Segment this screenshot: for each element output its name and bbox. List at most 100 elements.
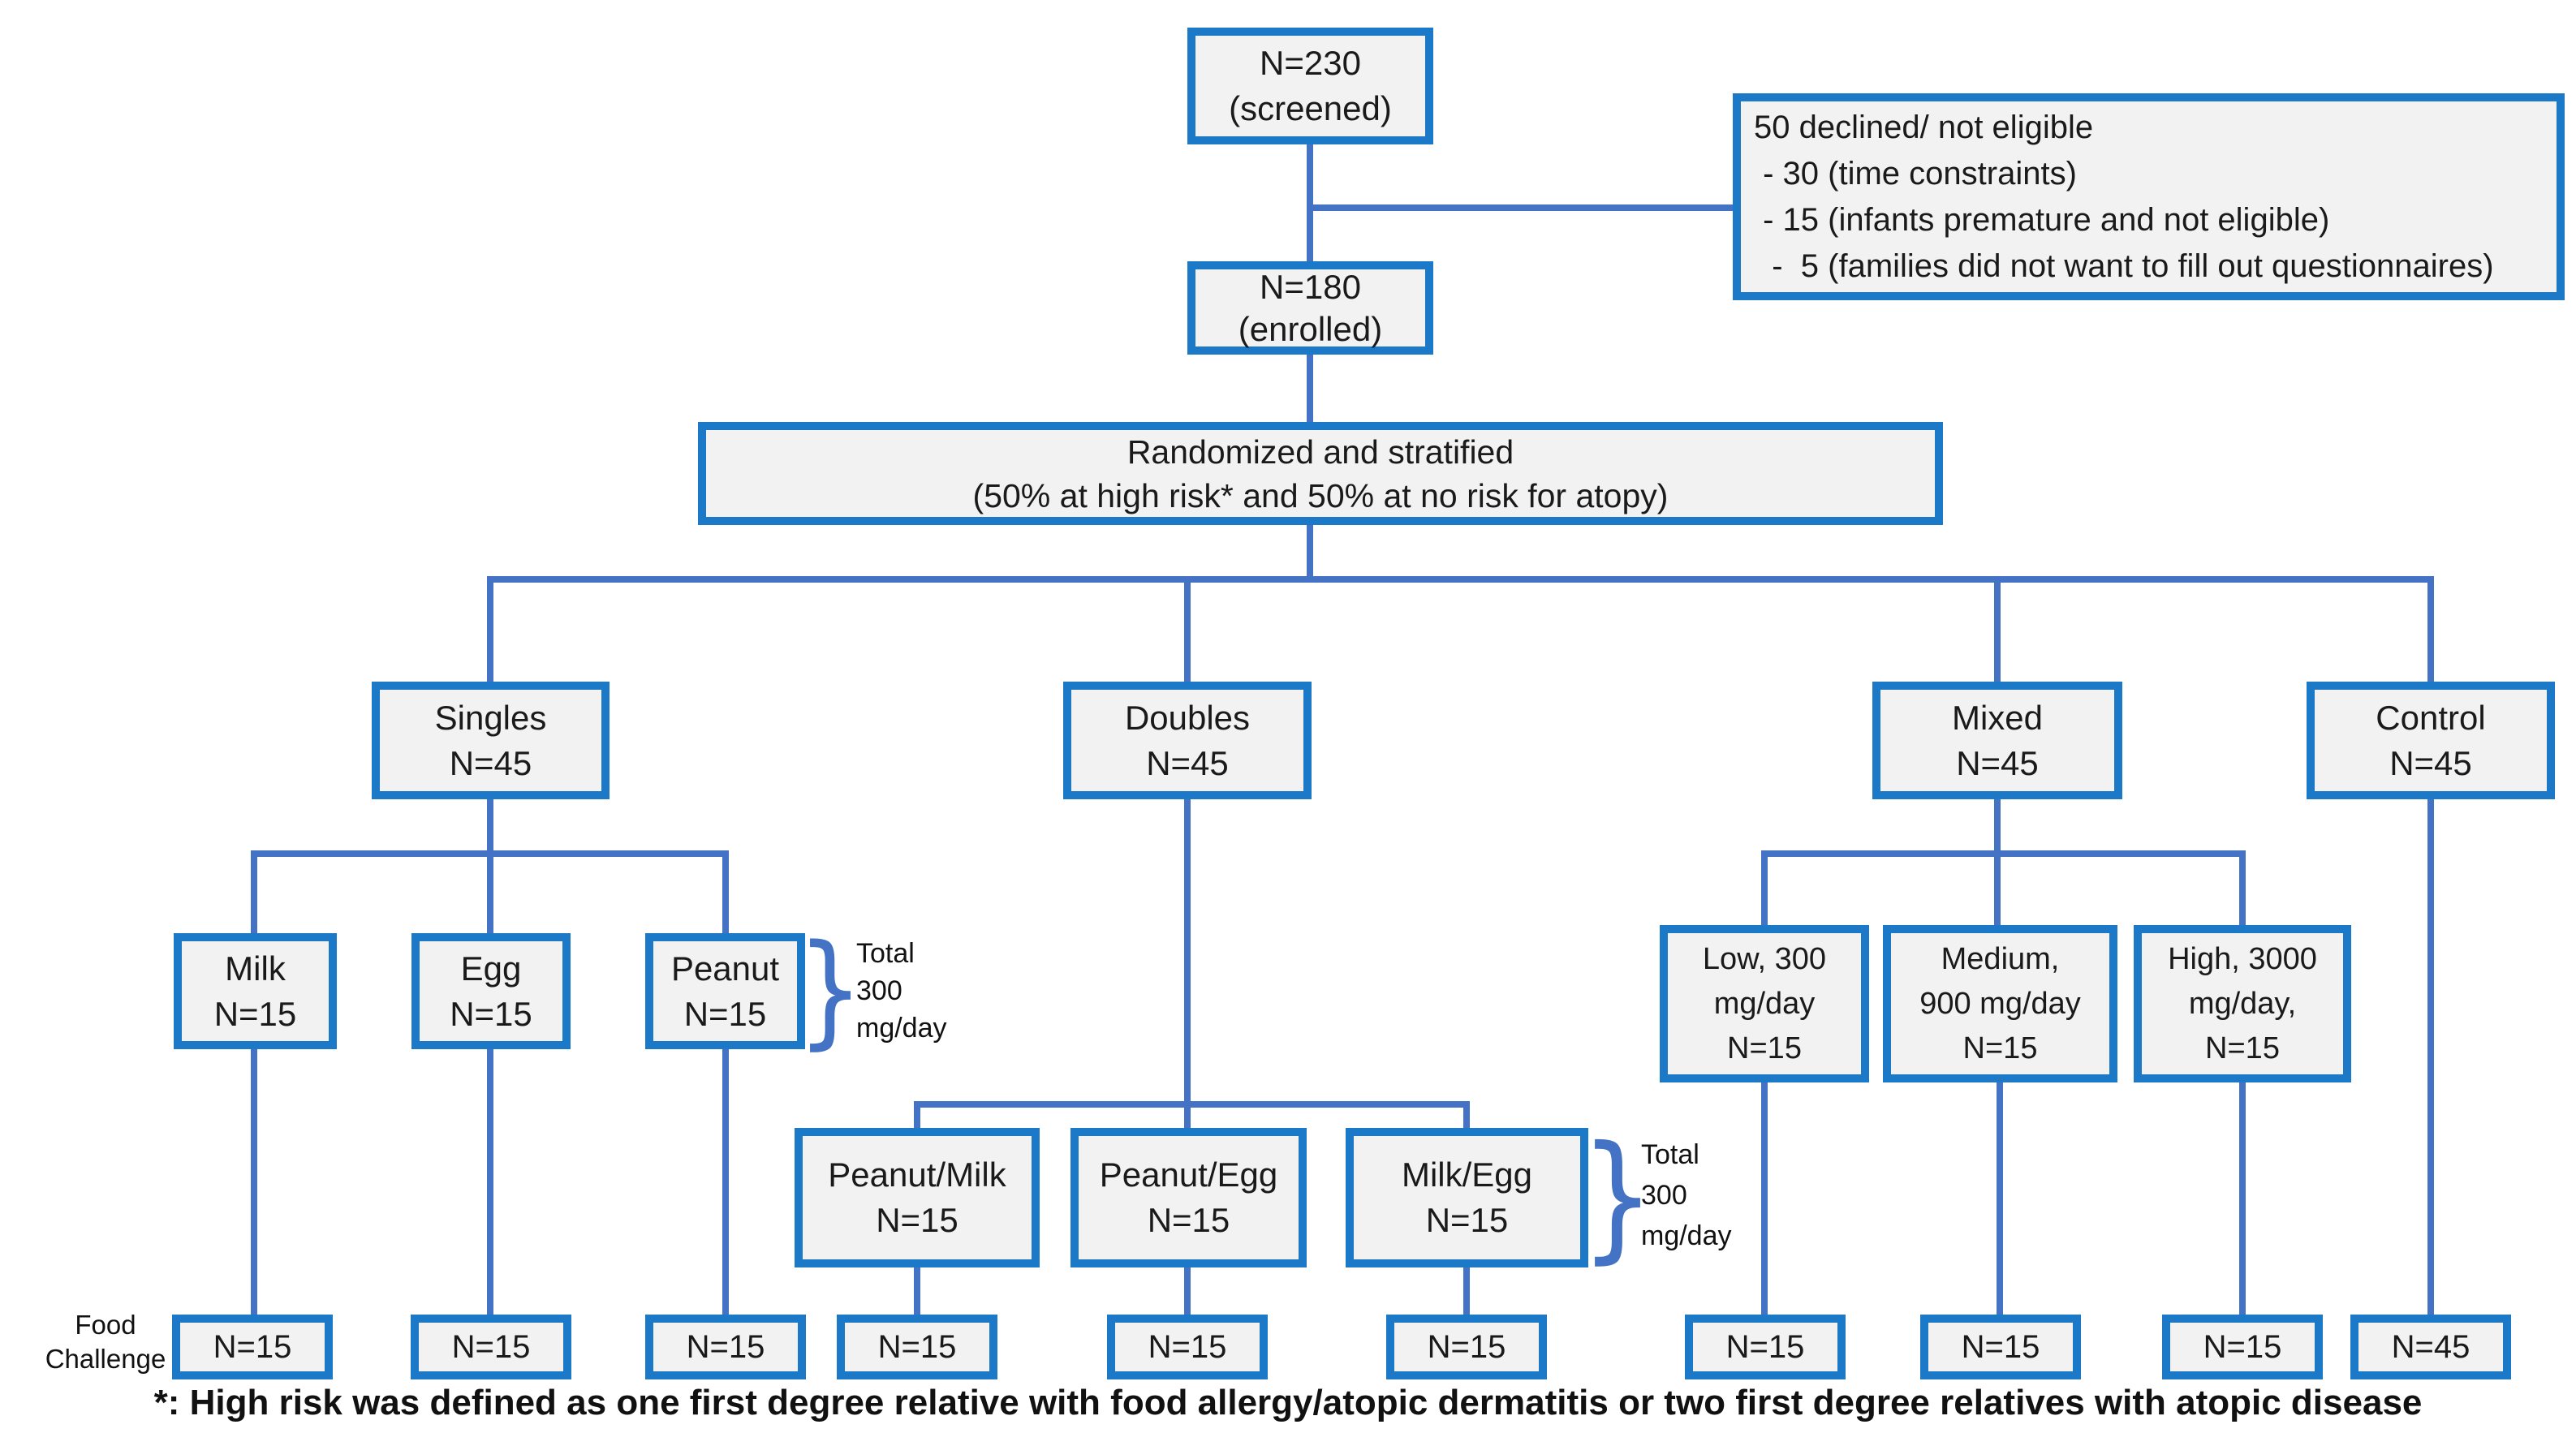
node-peanut-egg-line2: N=15 — [1147, 1201, 1230, 1239]
connector-branch-singles — [487, 583, 493, 682]
branch-line-doubles — [914, 1101, 1470, 1108]
dose-line: 300 — [1641, 1180, 1687, 1211]
connector-high-result — [2239, 1082, 2246, 1315]
result-box-egg: N=15 — [411, 1315, 571, 1379]
node-medium-line1: Medium, — [1941, 941, 2060, 976]
node-peanut-milk-line1: Peanut/Milk — [828, 1156, 1006, 1194]
connector-doubles-down — [1184, 799, 1191, 1128]
node-control-line1: Control — [2376, 698, 2486, 737]
node-peanut-egg-line1: Peanut/Egg — [1099, 1156, 1278, 1194]
node-control-line2: N=45 — [2389, 743, 2472, 782]
result-box-peanut-milk: N=15 — [837, 1315, 997, 1379]
result-box-medium: N=15 — [1920, 1315, 2081, 1379]
right-brace-icon: } — [1580, 1124, 1655, 1270]
connector-peanut-result — [722, 1049, 729, 1315]
node-peanut-egg: Peanut/Egg N=15 — [1070, 1128, 1307, 1267]
right-brace-glyph: } — [1580, 1117, 1655, 1277]
result-box-high: N=15 — [2162, 1315, 2323, 1379]
node-control: Control N=45 — [2307, 682, 2555, 799]
connector-medium-result — [1997, 1082, 2003, 1315]
declined-line: - 15 (infants premature and not eligible… — [1754, 201, 2330, 238]
node-milk-egg-line2: N=15 — [1425, 1201, 1509, 1239]
connector-mixed-down — [1994, 799, 2001, 925]
node-enrolled-line2: (enrolled) — [1238, 309, 1383, 348]
node-doubles: Doubles N=45 — [1063, 682, 1312, 799]
node-high-dose: High, 3000 mg/day, N=15 — [2134, 925, 2351, 1082]
node-egg-line1: Egg — [460, 949, 522, 988]
dose-line: mg/day — [856, 1013, 947, 1044]
node-mixed: Mixed N=45 — [1872, 682, 2122, 799]
node-randomized-line2: (50% at high risk* and 50% at no risk fo… — [972, 476, 1669, 514]
connector-milk-egg-result — [1463, 1267, 1470, 1315]
high-risk-footnote: *: High risk was defined as one first de… — [153, 1383, 2423, 1422]
connector-to-peanut-milk — [914, 1108, 920, 1128]
result-value: N=15 — [686, 1329, 765, 1365]
node-doubles-line2: N=45 — [1146, 743, 1229, 782]
singles-dose-note: Total 300 mg/day — [856, 935, 994, 1047]
connector-screened-enrolled — [1307, 144, 1313, 261]
node-milk: Milk N=15 — [174, 933, 337, 1049]
node-screened: N=230 (screened) — [1187, 28, 1433, 144]
result-value: N=15 — [213, 1329, 292, 1365]
branch-line-singles — [251, 850, 729, 857]
doubles-dose-note: Total 300 mg/day — [1641, 1134, 1779, 1256]
connector-milk-result — [251, 1049, 257, 1315]
connector-branch-control — [2427, 583, 2434, 682]
dose-line: 300 — [856, 975, 902, 1006]
node-singles: Singles N=45 — [372, 682, 610, 799]
node-milk-egg-line1: Milk/Egg — [1401, 1156, 1533, 1194]
node-medium-line2: 900 mg/day — [1919, 986, 2081, 1021]
node-mixed-line2: N=45 — [1956, 743, 2039, 782]
connector-branch-doubles — [1184, 583, 1191, 682]
declined-line: 50 declined/ not eligible — [1754, 109, 2094, 145]
connector-to-milk-egg — [1463, 1108, 1470, 1128]
result-value: N=45 — [2391, 1329, 2470, 1365]
connector-to-declined — [1307, 204, 1737, 211]
result-box-milk: N=15 — [172, 1315, 333, 1379]
right-brace-glyph: } — [796, 918, 864, 1061]
node-mixed-line1: Mixed — [1951, 698, 2044, 737]
node-enrolled: N=180 (enrolled) — [1187, 261, 1433, 355]
node-peanut-milk: Peanut/Milk N=15 — [795, 1128, 1040, 1267]
node-singles-line1: Singles — [434, 698, 547, 737]
result-value: N=15 — [1427, 1329, 1506, 1365]
connector-control-result — [2427, 799, 2434, 1315]
node-low-line3: N=15 — [1727, 1031, 1802, 1065]
connector-branch-mixed — [1994, 583, 2001, 682]
branch-line-groups — [487, 576, 2434, 583]
node-low-dose: Low, 300 mg/day N=15 — [1660, 925, 1869, 1082]
connector-to-peanut — [722, 857, 729, 933]
result-value: N=15 — [1961, 1329, 2040, 1365]
connector-egg-result — [487, 1049, 493, 1315]
node-milk-line1: Milk — [225, 949, 286, 988]
food-challenge-label-line2: Challenge — [45, 1344, 166, 1374]
branch-line-mixed — [1761, 850, 2246, 857]
result-box-control: N=45 — [2350, 1315, 2511, 1379]
node-milk-egg: Milk/Egg N=15 — [1346, 1128, 1588, 1267]
result-value: N=15 — [877, 1329, 957, 1365]
result-box-peanut-egg: N=15 — [1107, 1315, 1268, 1379]
result-value: N=15 — [1725, 1329, 1805, 1365]
node-high-line2: mg/day, — [2188, 986, 2297, 1021]
food-challenge-label-line1: Food — [75, 1310, 136, 1340]
node-peanut-line2: N=15 — [683, 994, 767, 1033]
node-peanut: Peanut N=15 — [645, 933, 805, 1049]
connector-peanut-egg-result — [1184, 1267, 1191, 1315]
node-declined-reasons: 50 declined/ not eligible - 30 (time con… — [1733, 93, 2565, 300]
connector-to-milk — [251, 857, 257, 933]
right-brace-icon: } — [797, 925, 864, 1055]
result-value: N=15 — [1148, 1329, 1227, 1365]
connector-to-high — [2239, 857, 2246, 925]
result-box-milk-egg: N=15 — [1386, 1315, 1547, 1379]
result-box-peanut: N=15 — [645, 1315, 806, 1379]
node-enrolled-line1: N=180 — [1260, 267, 1361, 306]
node-high-line3: N=15 — [2205, 1031, 2280, 1065]
connector-singles-down — [487, 799, 493, 933]
declined-line: - 5 (families did not want to fill out q… — [1754, 247, 2494, 284]
node-egg-line2: N=15 — [450, 994, 532, 1033]
node-high-line1: High, 3000 — [2168, 941, 2317, 976]
dose-line: mg/day — [1641, 1220, 1732, 1251]
node-peanut-milk-line2: N=15 — [876, 1201, 958, 1239]
result-box-low: N=15 — [1685, 1315, 1846, 1379]
